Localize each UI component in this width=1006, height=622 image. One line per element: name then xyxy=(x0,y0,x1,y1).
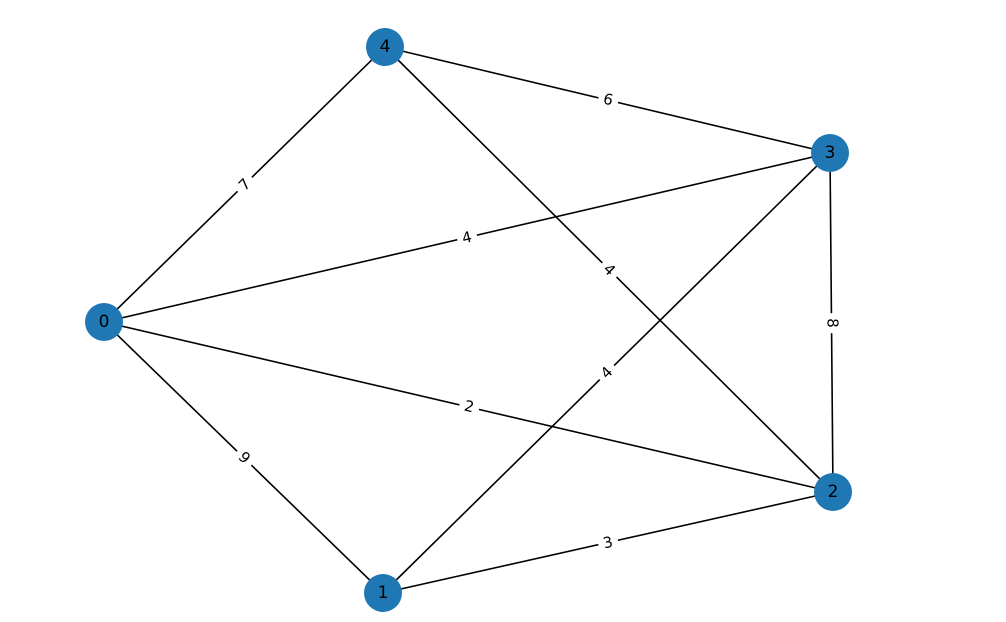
node-3: 3 xyxy=(811,134,849,172)
node-label-4: 4 xyxy=(379,36,391,57)
node-0: 0 xyxy=(85,303,123,341)
node-4: 4 xyxy=(366,28,404,66)
node-label-1: 1 xyxy=(377,582,389,603)
node-1: 1 xyxy=(364,574,402,612)
node-label-0: 0 xyxy=(98,311,110,332)
edge-weight-label-0-3: 4 xyxy=(455,226,479,249)
edge-weight-label-1-2: 3 xyxy=(596,531,620,554)
node-label-3: 3 xyxy=(824,142,836,163)
node-label-2: 2 xyxy=(827,481,839,502)
node-2: 2 xyxy=(814,473,852,511)
edge-weight-label-3-2: 8 xyxy=(821,312,842,333)
